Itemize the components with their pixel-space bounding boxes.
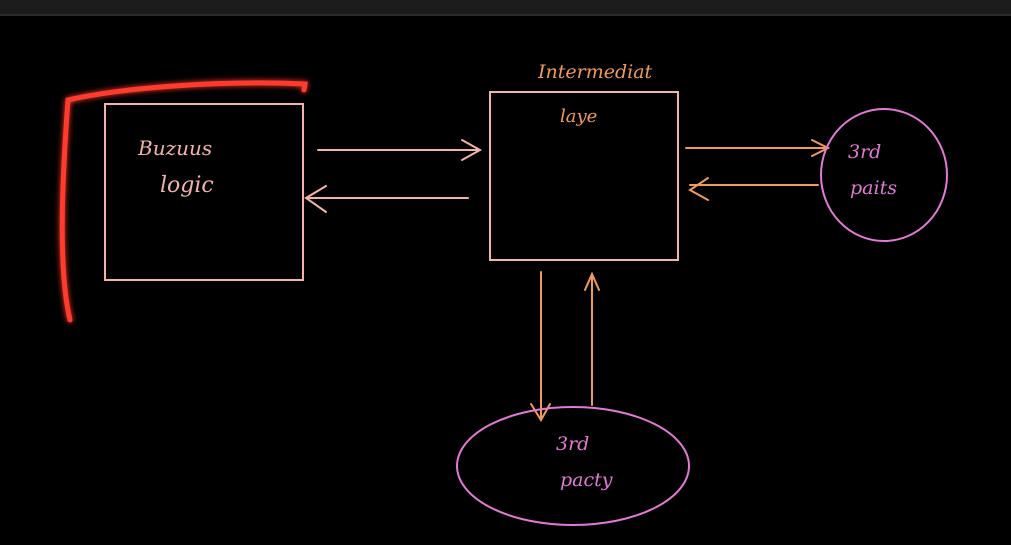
arrow-intermediate-to-bottom-party [530, 271, 551, 422]
third-party-bottom-label-line2: pacty [560, 469, 613, 491]
intermediate-label-line1: Intermediat [537, 61, 653, 83]
intermediate-layer-box [489, 91, 679, 261]
third-party-right-circle [820, 108, 948, 242]
arrow-bottom-party-to-intermediate [584, 271, 600, 406]
arrow-right-party-to-intermediate [688, 177, 819, 201]
arrow-business-to-intermediate [317, 139, 483, 161]
third-party-right-label-line2: paits [850, 177, 897, 199]
business-logic-label-line2: logic [160, 173, 214, 198]
window-top-bar [0, 0, 1011, 16]
third-party-right-label-line1: 3rd [848, 141, 881, 163]
business-logic-box [104, 103, 304, 281]
arrow-intermediate-to-right-party [685, 139, 831, 157]
arrow-intermediate-to-business [304, 185, 469, 213]
business-logic-label-line1: Buzuus [137, 136, 212, 160]
highlight-bracket [59, 80, 308, 323]
third-party-bottom-ellipse [456, 406, 690, 526]
intermediate-label-line2: laye [560, 106, 597, 127]
third-party-bottom-label-line1: 3rd [556, 433, 589, 455]
